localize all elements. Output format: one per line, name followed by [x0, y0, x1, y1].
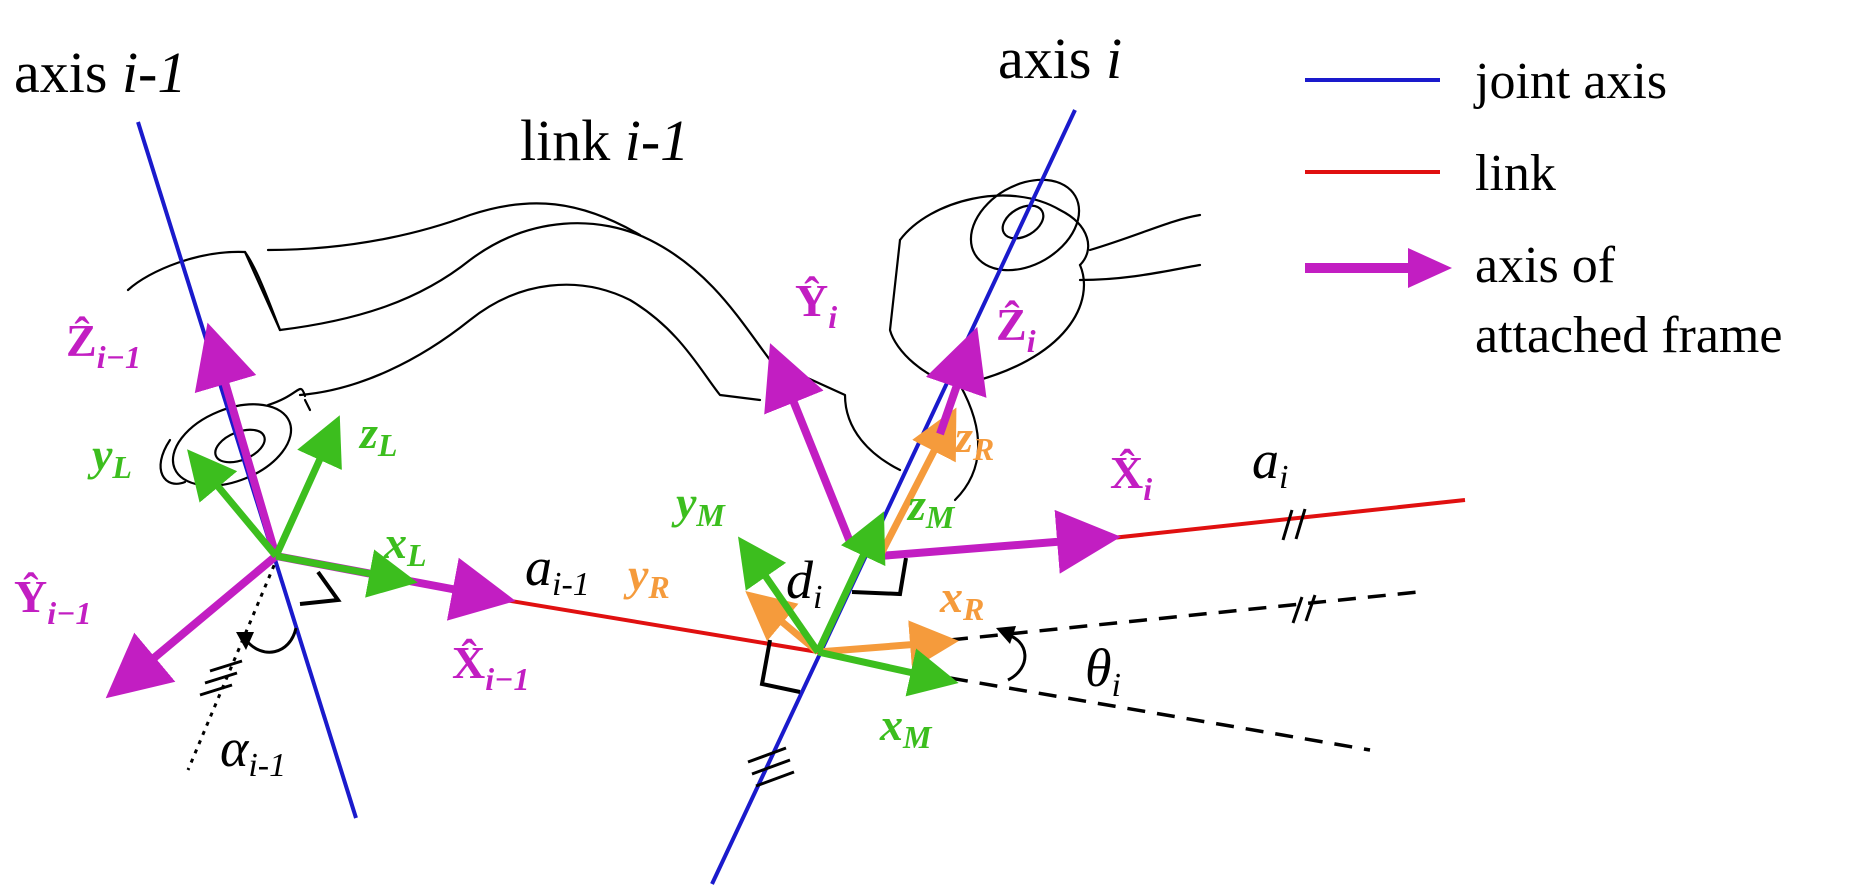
frame-R-axes: [745, 407, 959, 670]
label-Z-cur: Ẑi: [996, 299, 1036, 359]
param-d: di: [786, 550, 822, 616]
link-prev-title: link i-1: [520, 108, 689, 173]
axis-cur-title: axis i: [998, 26, 1122, 91]
right-angle-marker-d: [851, 557, 908, 597]
right-angle-marker-prev: [299, 570, 342, 606]
label-zL: zL: [358, 407, 397, 463]
axis-prev-title: axis i-1: [14, 40, 186, 105]
alpha-dotted-line: [186, 555, 280, 771]
label-X-prev: X̂i−1: [452, 637, 530, 697]
label-Z-prev: Ẑi−1: [66, 315, 141, 375]
dashed-line-upper: [949, 590, 1419, 642]
label-xR: xR: [939, 571, 984, 627]
label-Y-cur: Ŷi: [795, 275, 837, 335]
label-zR: zR: [953, 411, 994, 467]
label-zM: zM: [906, 479, 956, 535]
dashed-line-lower: [949, 676, 1371, 752]
legend-frame-axis-label-2: attached frame: [1475, 307, 1782, 364]
parallel-marks-alpha: [199, 659, 243, 697]
frame-cur-axes: [764, 343, 1121, 574]
label-xL: xL: [383, 517, 427, 573]
right-angle-marker-mid: [759, 639, 801, 694]
legend-frame-axis-label-1: axis of: [1475, 237, 1616, 294]
frame-M-axes: [738, 511, 959, 697]
link-prev-line: [504, 598, 819, 654]
Z-cur-axis: [926, 326, 987, 436]
param-alpha: αi-1: [220, 718, 286, 784]
X-cur-arrow: [879, 509, 1121, 574]
legend: joint axis link axis of attached frame: [1305, 53, 1782, 364]
joint-axis-cur: [710, 109, 1077, 885]
parallel-marks-cur: [747, 746, 795, 788]
param-a-cur: ai: [1252, 430, 1288, 496]
label-X-cur: X̂i: [1110, 447, 1152, 507]
label-yM: yM: [671, 477, 726, 533]
param-a-prev: ai-1: [525, 537, 590, 603]
label-yR: yR: [623, 549, 670, 605]
legend-link-label: link: [1475, 145, 1556, 202]
alpha-angle-arc: [244, 627, 298, 654]
parallel-marks-a: [1281, 508, 1317, 624]
Z-prev-arrow: [194, 322, 280, 558]
link-outline: [126, 178, 1202, 502]
Y-prev-arrow: [105, 552, 279, 699]
label-yL: yL: [87, 429, 132, 485]
alpha-arc-head: [236, 632, 254, 650]
label-Y-prev: Ŷi−1: [14, 571, 92, 631]
theta-arc-head: [996, 626, 1016, 644]
legend-joint-axis-label: joint axis: [1473, 53, 1667, 110]
Y-cur-arrow: [764, 343, 854, 544]
frame-prev-axes: [105, 322, 516, 699]
frame-L-axes: [187, 415, 418, 598]
param-theta: θi: [1085, 638, 1121, 704]
label-xM: xM: [879, 699, 933, 755]
